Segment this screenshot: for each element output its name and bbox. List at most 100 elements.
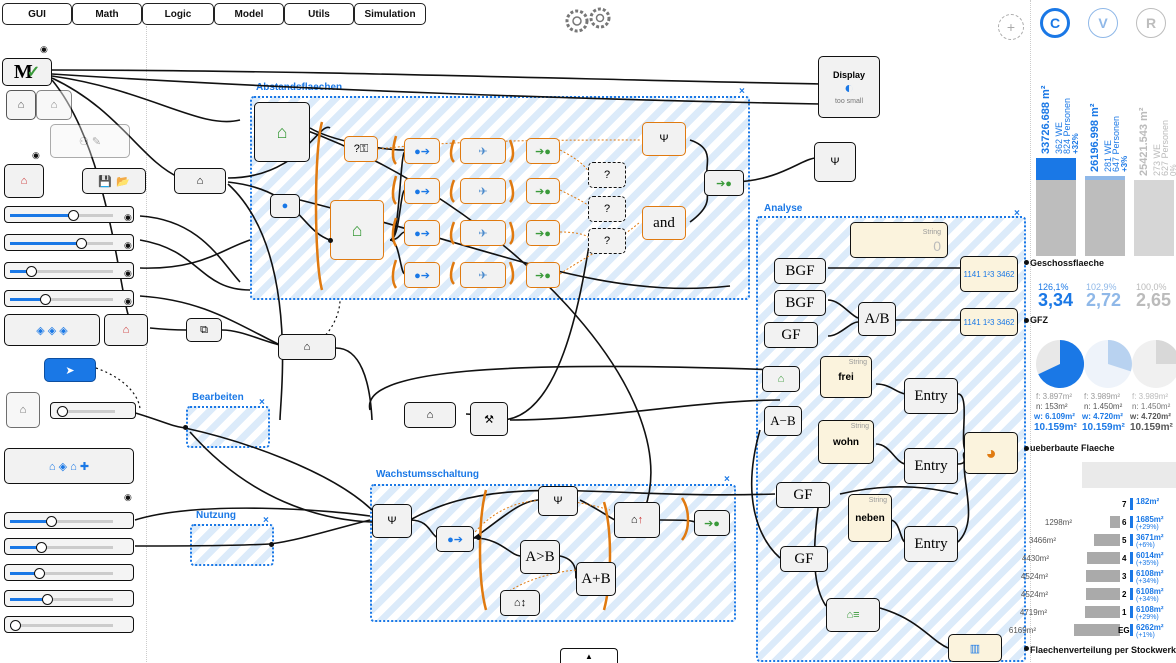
building-node[interactable]: ⌂: [6, 392, 40, 428]
string-neben-panel[interactable]: String neben: [848, 494, 892, 542]
group-close-icon[interactable]: ×: [724, 474, 730, 485]
merge-node[interactable]: Ψ: [372, 504, 412, 538]
add-node[interactable]: A+B: [576, 562, 616, 596]
collapse-panel-button[interactable]: ▲: [560, 648, 618, 663]
variant-r-button[interactable]: R: [1136, 8, 1166, 38]
counter-panel[interactable]: 1141 1²3 3462: [960, 256, 1018, 292]
building-node[interactable]: ⌂: [404, 402, 456, 428]
color-node[interactable]: ➔●: [526, 220, 560, 246]
display-node[interactable]: Display ◐ too small: [818, 56, 880, 118]
group-close-icon[interactable]: ×: [263, 515, 269, 526]
building-node[interactable]: ⌂: [278, 334, 336, 360]
color-node[interactable]: ➔●: [526, 262, 560, 288]
question-node[interactable]: ?: [588, 228, 626, 254]
tab-utils[interactable]: Utils: [284, 3, 354, 25]
surface-node[interactable]: ✈: [460, 262, 506, 288]
transform-node[interactable]: ⚒: [470, 402, 508, 436]
building-grow-node[interactable]: ⌂↑: [614, 502, 660, 538]
building-node[interactable]: ⌂: [36, 90, 72, 120]
gf-node[interactable]: GF: [780, 546, 828, 572]
gf-node[interactable]: GF: [776, 482, 830, 508]
bar-chart-node[interactable]: ▥: [948, 634, 1002, 662]
building-node[interactable]: ⌂↕: [500, 590, 540, 616]
surface-node[interactable]: ✈: [460, 220, 506, 246]
subtract-node[interactable]: A−B: [764, 406, 802, 436]
tab-simulation[interactable]: Simulation: [354, 3, 426, 25]
building-floors-node[interactable]: ⌂≡: [826, 598, 880, 632]
building-red-node[interactable]: ⌂: [104, 314, 148, 346]
eye-icon[interactable]: ◉: [124, 492, 132, 502]
slider[interactable]: [4, 538, 134, 555]
slider[interactable]: [4, 234, 134, 251]
slider[interactable]: [4, 290, 134, 307]
merge-node[interactable]: Ψ: [538, 486, 578, 516]
group-close-icon[interactable]: ×: [259, 397, 265, 408]
transform-node[interactable]: ⧉: [186, 318, 222, 342]
save-icon[interactable]: 💾: [98, 175, 112, 188]
color-node[interactable]: ➔●: [704, 170, 744, 196]
variant-c-button[interactable]: C: [1040, 8, 1070, 38]
eye-icon[interactable]: ◉: [124, 296, 132, 306]
tab-logic[interactable]: Logic: [142, 3, 214, 25]
string-wohn-panel[interactable]: String wohn: [818, 420, 874, 464]
and-node[interactable]: and: [642, 206, 686, 240]
tab-model[interactable]: Model: [214, 3, 284, 25]
layer-stack-node[interactable]: ◈ ◈ ◈: [4, 314, 100, 346]
divide-node[interactable]: A/B: [858, 302, 896, 336]
eye-icon[interactable]: ◉: [40, 44, 48, 54]
select-tool-button[interactable]: ➤: [44, 358, 96, 382]
compare-node[interactable]: A>B: [520, 540, 560, 574]
building-node[interactable]: ⌂: [762, 366, 800, 392]
tab-math[interactable]: Math: [72, 3, 142, 25]
building-red-node[interactable]: ⌂: [4, 164, 44, 198]
pie-chart-node[interactable]: ◕: [964, 432, 1018, 474]
eye-icon[interactable]: ◉: [124, 212, 132, 222]
string-panel[interactable]: String 0: [850, 222, 948, 258]
slider[interactable]: [4, 512, 134, 529]
building-node[interactable]: ⌂: [6, 90, 36, 120]
color-node[interactable]: ●➔: [404, 178, 440, 204]
group-close-icon[interactable]: ×: [739, 86, 745, 97]
slider[interactable]: [4, 262, 134, 279]
slider[interactable]: [50, 402, 136, 419]
surface-node[interactable]: ✈: [460, 138, 506, 164]
color-node[interactable]: ●: [270, 194, 300, 218]
string-frei-panel[interactable]: String frei: [820, 356, 872, 398]
building-green-node[interactable]: ⌂: [254, 102, 310, 162]
question-node[interactable]: ?: [588, 162, 626, 188]
open-folder-icon[interactable]: 📂: [116, 175, 130, 188]
slider[interactable]: [4, 590, 134, 607]
merge-node[interactable]: Ψ: [642, 122, 686, 156]
building-node[interactable]: ⌂: [174, 168, 226, 194]
add-variant-button[interactable]: +: [998, 14, 1024, 40]
settings-gear-icon[interactable]: [562, 4, 618, 42]
color-node[interactable]: ➔●: [526, 138, 560, 164]
merge-node[interactable]: Ψ: [814, 142, 856, 182]
color-node[interactable]: ●➔: [404, 262, 440, 288]
question-node[interactable]: ?: [588, 196, 626, 222]
key-node[interactable]: ?⚿: [344, 136, 378, 162]
counter-panel[interactable]: 1141 1²3 3462: [960, 308, 1018, 336]
gf-node[interactable]: GF: [764, 322, 818, 348]
color-node[interactable]: ●➔: [436, 526, 474, 552]
eye-icon[interactable]: ◉: [124, 240, 132, 250]
bgf-node[interactable]: BGF: [774, 258, 826, 284]
slider[interactable]: [4, 564, 134, 581]
color-node[interactable]: ●➔: [404, 138, 440, 164]
node-canvas[interactable]: Abstandsflaechen × Analyse × Bearbeiten …: [0, 0, 1031, 663]
surface-node[interactable]: ✈: [460, 178, 506, 204]
color-node[interactable]: ●➔: [404, 220, 440, 246]
entry-node[interactable]: Entry: [904, 526, 958, 562]
entry-node[interactable]: Entry: [904, 378, 958, 414]
slider[interactable]: [4, 206, 134, 223]
color-node[interactable]: ➔●: [526, 178, 560, 204]
group-close-icon[interactable]: ×: [1014, 208, 1020, 219]
slider[interactable]: [4, 616, 134, 633]
faded-node[interactable]: ⚇ ✎: [50, 124, 130, 158]
variant-v-button[interactable]: V: [1088, 8, 1118, 38]
bgf-node[interactable]: BGF: [774, 290, 826, 316]
entry-node[interactable]: Entry: [904, 448, 958, 484]
building-orange-node[interactable]: ⌂: [330, 200, 384, 260]
group-bearbeiten[interactable]: [186, 406, 270, 448]
eye-icon[interactable]: ◉: [124, 268, 132, 278]
